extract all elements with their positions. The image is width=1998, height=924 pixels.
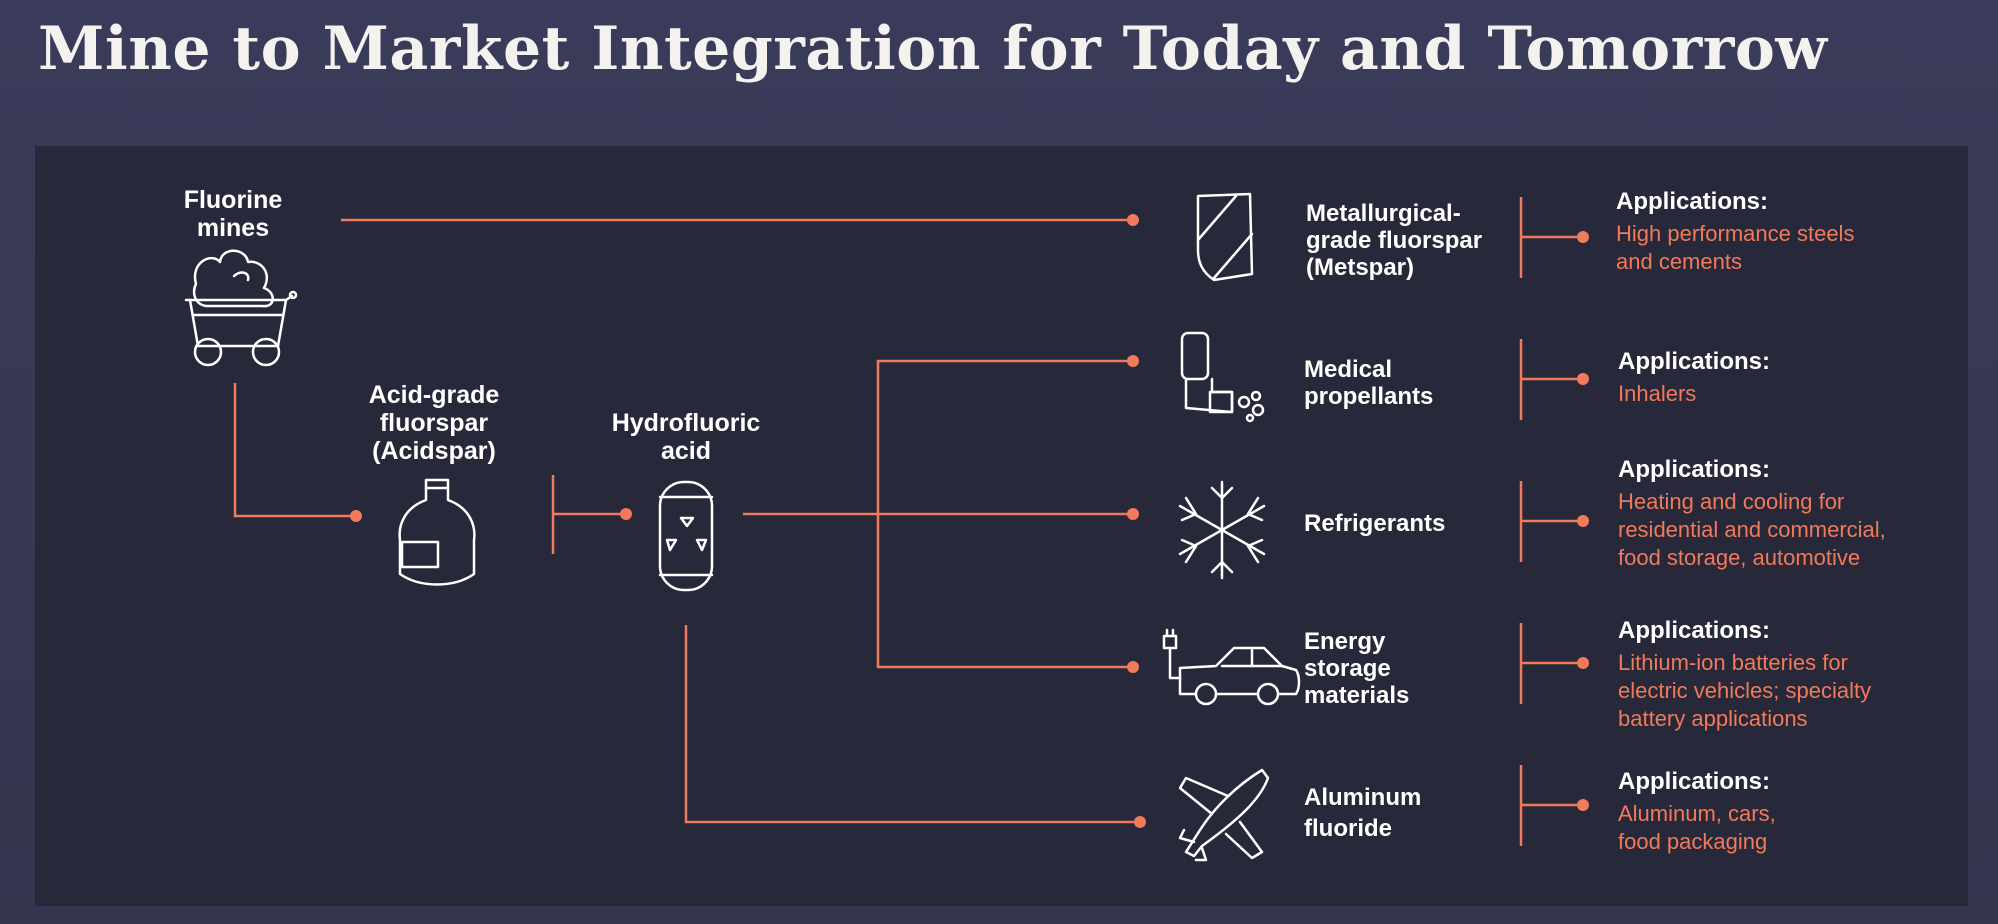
product-label-refrigerants: Refrigerants bbox=[1304, 510, 1446, 537]
acidspar-label: Acid-grade fluorspar (Acidspar) bbox=[368, 381, 500, 465]
connector-dots bbox=[350, 214, 1589, 828]
hydrofluoric-acid-label: Hydrofluoric acid bbox=[611, 409, 761, 465]
acidspar-container-icon bbox=[398, 478, 476, 586]
applications-heading: Applications: bbox=[1618, 348, 1771, 375]
diagram-panel bbox=[35, 146, 1968, 906]
applications-text: Inhalers bbox=[1618, 381, 1697, 406]
acid-tank-icon bbox=[658, 480, 714, 592]
applications-heading: Applications: bbox=[1616, 188, 1769, 215]
product-label-medical: Medical propellants bbox=[1304, 356, 1434, 410]
applications-text: Heating and cooling for residential and … bbox=[1618, 489, 1886, 570]
airplane-icon bbox=[1178, 768, 1270, 862]
inhaler-icon bbox=[1180, 331, 1265, 423]
applications-heading: Applications: bbox=[1618, 768, 1771, 795]
electric-car-icon bbox=[1162, 628, 1301, 706]
application-brackets bbox=[1519, 197, 1582, 846]
applications-heading: Applications: bbox=[1618, 456, 1771, 483]
applications-heading: Applications: bbox=[1618, 617, 1771, 644]
connector-mines-acidspar bbox=[233, 383, 355, 518]
snowflake-icon bbox=[1178, 480, 1266, 580]
product-label-metspar: Metallurgical- grade fluorspar (Metspar) bbox=[1306, 200, 1483, 281]
product-label-aluminum: Aluminum fluoride bbox=[1304, 784, 1422, 842]
applications-text: Aluminum, cars, food packaging bbox=[1618, 801, 1776, 854]
applications-text: High performance steels and cements bbox=[1616, 221, 1855, 274]
page-title: Mine to Market Integration for Today and… bbox=[38, 14, 1828, 84]
product-label-energy: Energy storage materials bbox=[1304, 628, 1410, 709]
fluorine-mines-label: Fluorine mines bbox=[183, 186, 283, 242]
connector-lines bbox=[233, 197, 1582, 846]
metspar-shield-icon bbox=[1196, 192, 1254, 282]
mine-cart-icon bbox=[184, 249, 298, 367]
connector-hf-aluminum bbox=[684, 625, 1140, 824]
applications-text: Lithium-ion batteries for electric vehic… bbox=[1618, 650, 1872, 731]
connector-hf-branch bbox=[876, 359, 1133, 669]
